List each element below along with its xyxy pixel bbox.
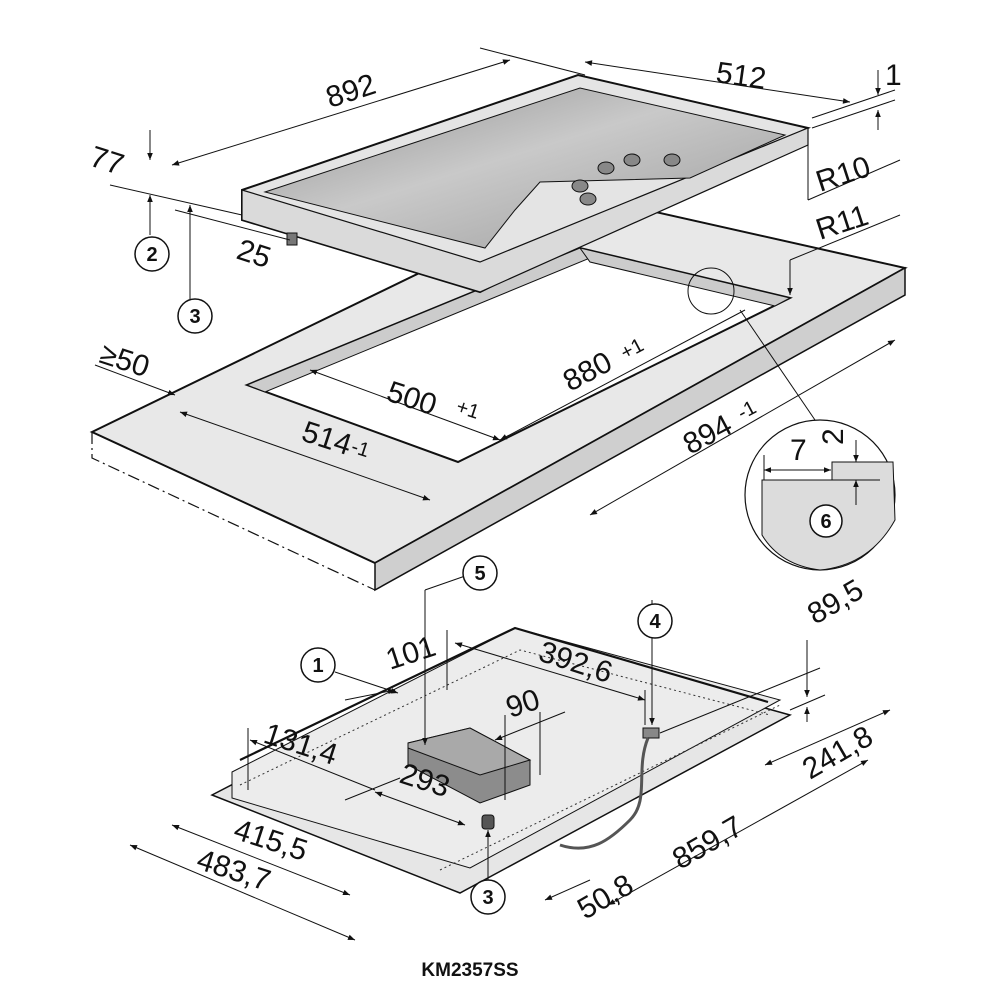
- svg-text:1: 1: [312, 655, 323, 677]
- dim-859-7: 859,7: [667, 810, 749, 876]
- hob-top-view: [241, 73, 811, 294]
- bottom-dimension-lines: [129, 574, 891, 941]
- callout-3-top: 3: [177, 298, 213, 334]
- dim-50-8: 50,8: [572, 868, 639, 926]
- callout-4: 4: [637, 603, 673, 639]
- dim-width: 892: [322, 68, 380, 115]
- dim-depth: 512: [714, 56, 768, 96]
- dim-radius-hob: R10: [812, 150, 875, 198]
- dim-radius-cutout: R11: [812, 199, 872, 247]
- callout-1: 1: [300, 647, 399, 694]
- detail-step-width: 7: [790, 434, 807, 467]
- svg-text:2: 2: [146, 244, 157, 266]
- control-knobs: [571, 153, 681, 206]
- svg-text:5: 5: [474, 563, 485, 585]
- svg-text:4: 4: [649, 611, 661, 633]
- svg-text:3: 3: [482, 887, 493, 909]
- callout-6: 6: [820, 511, 831, 533]
- top-dimension-lines: [94, 47, 901, 516]
- dim-241-8: 241,8: [797, 720, 879, 786]
- dim-height-under: 25: [233, 233, 275, 275]
- detail-step-height: 2: [817, 428, 850, 445]
- dim-outer-width-tol: -1: [734, 397, 760, 425]
- dim-101: 101: [382, 630, 440, 677]
- dim-lip: 1: [885, 59, 902, 92]
- callout-2: 2: [134, 236, 170, 272]
- dim-height-total: 77: [86, 140, 128, 182]
- dim-min-edge: ≥50: [96, 337, 154, 384]
- dim-89-5: 89,5: [802, 573, 869, 631]
- callout-3-bottom: 3: [470, 879, 506, 915]
- dim-outer-depth-tol: -1: [348, 436, 372, 462]
- svg-text:3: 3: [189, 306, 200, 328]
- callout-5: 5: [462, 555, 498, 591]
- model-name: KM2357SS: [421, 960, 518, 981]
- detail-view: 7 2 6: [744, 419, 896, 571]
